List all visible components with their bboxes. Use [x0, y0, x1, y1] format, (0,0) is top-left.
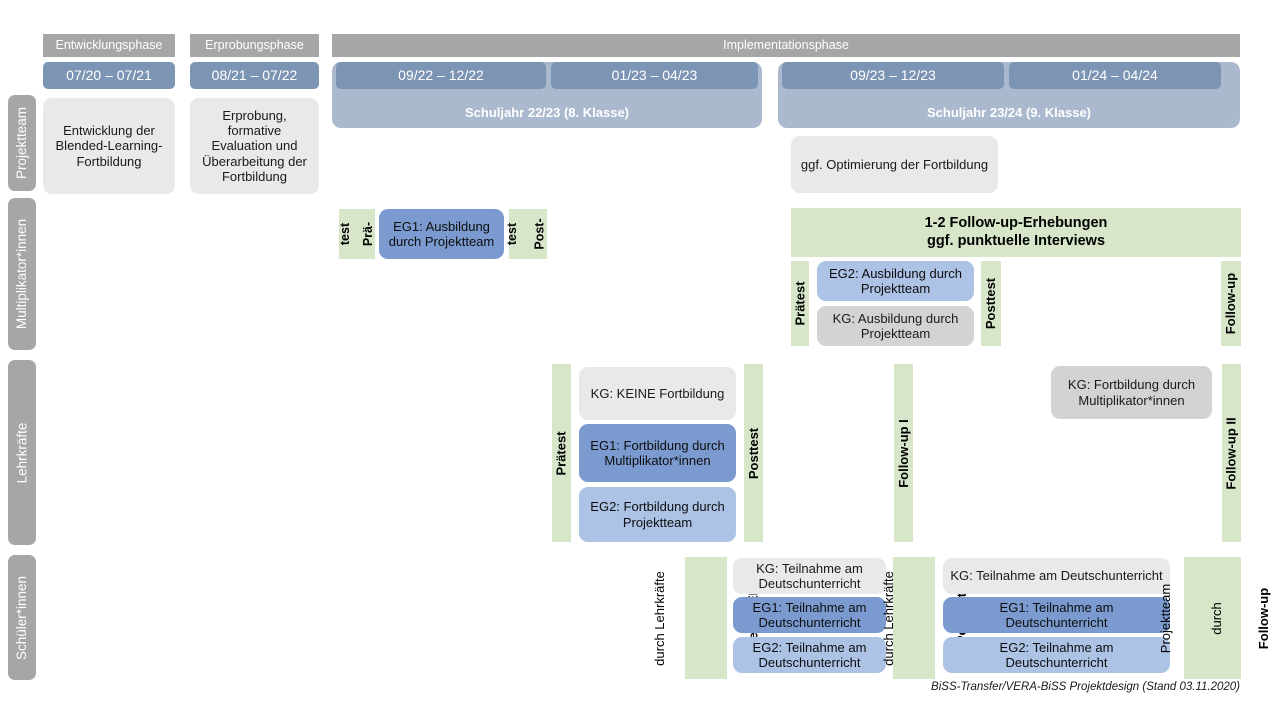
phase-bar-implementationsphase: Implementationsphase [332, 34, 1240, 57]
schuljahr-2324-label: Schuljahr 23/24 (9. Klasse) [926, 104, 1092, 120]
phase-bar-erprobungsphase: Erprobungsphase [190, 34, 319, 57]
multiplikatoren-followup-text: Follow-up [1223, 272, 1239, 335]
footer-note-text: BiSS-Transfer/VERA-BiSS Projektdesign (S… [931, 681, 1240, 693]
phase-bar-erprobungsphase-label: Erprobungsphase [205, 38, 304, 53]
multiplikatoren-praetest-1-strip: Prä- test [337, 209, 376, 259]
projektteam-optimierung-box: ggf. Optimierung der Fortbildung [791, 136, 998, 193]
lehrkraefte-praetest-strip: Prätest [552, 364, 571, 542]
schuelerinnen-posttest-strip: Posttest durch Lehrkräfte [881, 557, 969, 679]
lehrkraefte-eg1-box: EG1: Fortbildung durch Multiplikator*inn… [579, 424, 736, 482]
multiplikatoren-followup-band-line1: 1-2 Follow-up-Erhebungen [924, 215, 1108, 232]
multiplikatoren-praetest-2-text: Prätest [792, 281, 808, 326]
date-bar-0821-0722: 08/21 – 07/22 [190, 62, 319, 89]
row-label-schuelerinnen: Schüler*innen [8, 555, 36, 680]
date-bar-0923-1223: 09/23 – 12/23 [782, 62, 1004, 89]
footer-note: BiSS-Transfer/VERA-BiSS Projektdesign (S… [700, 681, 1240, 693]
multiplikatoren-posttest-1-strip: Post- test [505, 209, 547, 259]
schuelerinnen-t1-kg-text: KG: Teilnahme am Deutschunterricht [756, 560, 863, 591]
date-bar-0124-0424: 01/24 – 04/24 [1009, 62, 1221, 89]
date-bar-0123-0423: 01/23 – 04/23 [551, 62, 758, 89]
lehrkraefte-praetest-text: Prätest [554, 430, 570, 476]
date-bar-0821-0722-label: 08/21 – 07/22 [211, 67, 298, 84]
row-label-multiplikatorinnen-text: Multiplikator*innen [14, 218, 30, 330]
schuljahr-2223-label: Schuljahr 22/23 (8. Klasse) [464, 104, 630, 120]
phase-bar-implementationsphase-label: Implementationsphase [723, 38, 849, 53]
row-label-lehrkraefte-text: Lehrkräfte [14, 422, 30, 483]
schuelerinnen-t2-kg-text: KG: Teilnahme am Deutschunterricht [950, 568, 1163, 584]
row-label-schuelerinnen-text: Schüler*innen [14, 575, 30, 660]
multiplikatoren-followup-strip: Follow-up [1221, 261, 1241, 346]
lehrkraefte-kg-keine-box: KG: KEINE Fortbildung [579, 367, 736, 420]
schuelerinnen-t2-kg-box: KG: Teilnahme am Deutschunterricht [943, 558, 1170, 594]
row-label-lehrkraefte: Lehrkräfte [8, 360, 36, 545]
multiplikatoren-posttest-2-strip: Posttest [981, 261, 1001, 346]
row-label-multiplikatorinnen: Multiplikator*innen [8, 198, 36, 350]
multiplikatoren-praetest-2-strip: Prätest [791, 261, 809, 346]
schuelerinnen-followup-strip: Follow-up durch Projektteam [1158, 557, 1271, 679]
schuelerinnen-t2-eg2-box: EG2: Teilnahme am Deutschunterricht [943, 637, 1170, 673]
schuelerinnen-t1-eg1-text: EG1: Teilnahme am Deutschunterricht [752, 599, 867, 630]
schuelerinnen-praetest-strip: Prätest (VERA) durch Lehrkräfte [652, 557, 761, 679]
date-bar-0124-0424-label: 01/24 – 04/24 [1072, 67, 1158, 84]
multiplikatoren-followup-band-line2: ggf. punktuelle Interviews [926, 232, 1106, 249]
projektteam-erprobung-text: Erprobung, formative Evaluation und Über… [202, 107, 307, 184]
multiplikatoren-eg2-box: EG2: Ausbildung durch Projektteam [817, 261, 974, 301]
date-bar-0720-0721-label: 07/20 – 07/21 [66, 67, 152, 84]
lehrkraefte-eg2-text: EG2: Fortbildung durch Projektteam [590, 499, 725, 530]
projektteam-entwicklung-text: Entwicklung der Blended-Learning-Fortbil… [55, 123, 163, 169]
projektteam-optimierung-text: ggf. Optimierung der Fortbildung [800, 156, 989, 172]
schuelerinnen-followup-bold: Follow-up [1255, 587, 1271, 649]
schuelerinnen-t2-eg1-text: EG1: Teilnahme am Deutschunterricht [999, 599, 1114, 630]
date-bar-0123-0423-label: 01/23 – 04/23 [611, 67, 698, 84]
multiplikatoren-praetest-1-line2: test [337, 222, 352, 246]
multiplikatoren-followup-band: 1-2 Follow-up-Erhebungen ggf. punktuelle… [791, 208, 1241, 257]
date-bar-0720-0721: 07/20 – 07/21 [43, 62, 175, 89]
lehrkraefte-eg1-text: EG1: Fortbildung durch Multiplikator*inn… [590, 437, 725, 468]
schuelerinnen-followup-sub1: durch [1209, 601, 1224, 635]
multiplikatoren-eg1-box: EG1: Ausbildung durch Projektteam [379, 209, 504, 259]
schuelerinnen-followup-sub2: Projektteam [1158, 583, 1174, 653]
schuelerinnen-t1-eg1-box: EG1: Teilnahme am Deutschunterricht [733, 597, 886, 633]
date-bar-0923-1223-label: 09/23 – 12/23 [850, 67, 936, 84]
schuelerinnen-t1-eg2-box: EG2: Teilnahme am Deutschunterricht [733, 637, 886, 673]
multiplikatoren-kg-text: KG: Ausbildung durch Projektteam [832, 310, 959, 341]
phase-bar-entwicklungsphase-label: Entwicklungsphase [55, 38, 163, 53]
lehrkraefte-kg-keine-text: KG: KEINE Fortbildung [590, 385, 725, 401]
projektteam-entwicklung-box: Entwicklung der Blended-Learning-Fortbil… [43, 98, 175, 194]
schuelerinnen-t2-eg1-box: EG1: Teilnahme am Deutschunterricht [943, 597, 1170, 633]
multiplikatoren-eg2-text: EG2: Ausbildung durch Projektteam [829, 265, 962, 296]
multiplikatoren-posttest-1-line2: test [505, 222, 520, 246]
schuelerinnen-praetest-sub: durch Lehrkräfte [652, 570, 668, 666]
phase-bar-entwicklungsphase: Entwicklungsphase [43, 34, 175, 57]
schuelerinnen-t2-eg2-text: EG2: Teilnahme am Deutschunterricht [999, 639, 1114, 670]
date-bar-0922-1222-label: 09/22 – 12/22 [398, 67, 484, 84]
multiplikatoren-posttest-1-line1: Post- [532, 218, 547, 250]
lehrkraefte-eg2-box: EG2: Fortbildung durch Projektteam [579, 487, 736, 542]
multiplikatoren-praetest-1-line1: Prä- [361, 221, 376, 247]
lehrkraefte-kg-fortbildung-box: KG: Fortbildung durch Multiplikator*inne… [1051, 366, 1212, 419]
projektteam-erprobung-box: Erprobung, formative Evaluation und Über… [190, 98, 319, 194]
date-bar-0922-1222: 09/22 – 12/22 [336, 62, 546, 89]
multiplikatoren-eg1-text: EG1: Ausbildung durch Projektteam [388, 218, 495, 249]
schuelerinnen-posttest-sub: durch Lehrkräfte [880, 570, 896, 666]
lehrkraefte-kg-fortbildung-text: KG: Fortbildung durch Multiplikator*inne… [1067, 377, 1196, 408]
row-label-projektteam: Projektteam [8, 95, 36, 191]
lehrkraefte-posttest-text: Posttest [746, 427, 762, 479]
multiplikatoren-kg-box: KG: Ausbildung durch Projektteam [817, 306, 974, 346]
schuelerinnen-t1-eg2-text: EG2: Teilnahme am Deutschunterricht [752, 639, 867, 670]
lehrkraefte-followup-1-text: Follow-up I [896, 418, 911, 488]
multiplikatoren-posttest-2-text: Posttest [983, 277, 999, 330]
row-label-projektteam-text: Projektteam [14, 106, 30, 180]
schuelerinnen-t1-kg-box: KG: Teilnahme am Deutschunterricht [733, 558, 886, 594]
lehrkraefte-followup-1-strip: Follow-up I [894, 364, 913, 542]
lehrkraefte-followup-2-text: Follow-up II [1224, 416, 1239, 490]
lehrkraefte-posttest-strip: Posttest [744, 364, 763, 542]
lehrkraefte-followup-2-strip: Follow-up II [1222, 364, 1241, 542]
